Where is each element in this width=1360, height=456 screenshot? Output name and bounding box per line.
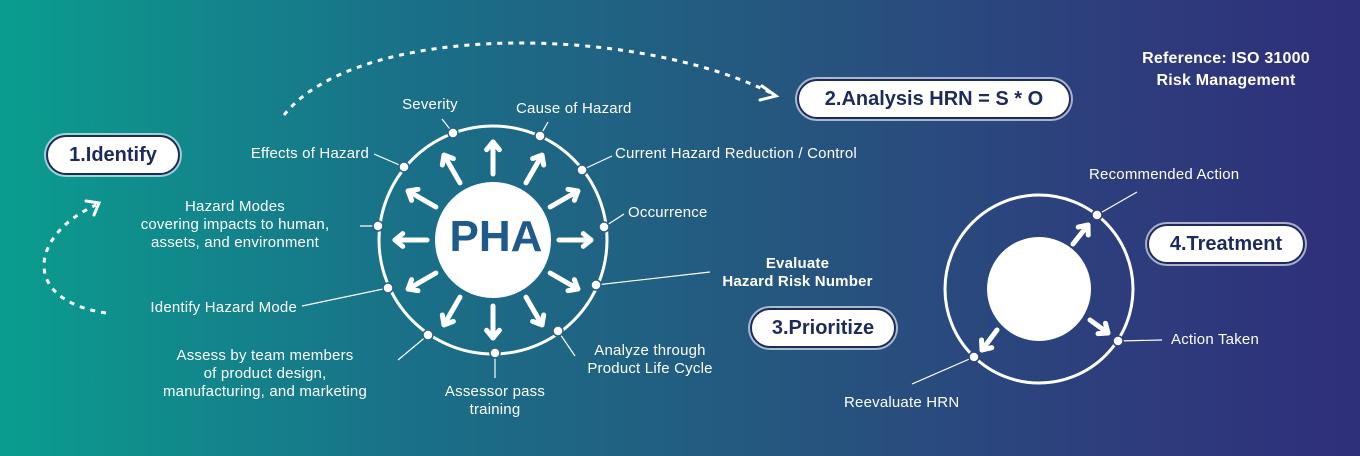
- pha-arrow-head-10: [530, 152, 547, 168]
- leader-dot-assessor: [489, 347, 501, 359]
- treatment-dot-reevaluate: [968, 351, 980, 363]
- label-current-control: Current Hazard Reduction / Control: [615, 145, 857, 162]
- label-hazard-modes-3: assets, and environment: [150, 234, 320, 251]
- treatment-arrows-and-leaders: [911, 191, 1163, 385]
- treatment-dot-taken: [1112, 335, 1124, 347]
- label-assess-team-2: of product design,: [203, 365, 327, 382]
- label-assessor-2: training: [469, 401, 521, 418]
- step-analysis-pill: 2.Analysis HRN = S * O: [797, 79, 1071, 119]
- leader-dot-severity: [447, 127, 459, 139]
- label-lifecycle-1: Analyze through: [594, 342, 706, 359]
- pha-arrow-shaft-4: [441, 294, 463, 328]
- pha-arrow-head-2: [530, 312, 547, 328]
- pha-arrow-shaft-1: [547, 270, 581, 292]
- treatment-arrow-reevaluate-shaft: [979, 327, 1000, 353]
- treatment-center-disc: [987, 237, 1091, 341]
- pha-arrow-head-5: [405, 277, 421, 294]
- treatment-dot-recommended: [1091, 209, 1103, 221]
- dashed-arc-arrowhead: [758, 84, 780, 102]
- pha-arrow-head-9: [484, 139, 502, 153]
- pha-arrow-head-11: [565, 186, 581, 203]
- dashed-arc-to-identify: [42, 203, 107, 315]
- leader-dot-identify-mode: [382, 282, 394, 294]
- pha-arrow-head-3: [484, 327, 502, 341]
- leader-line-identify-mode: [301, 287, 389, 307]
- pha-center-disc: [435, 182, 551, 298]
- leader-dot-effects: [398, 161, 410, 173]
- pha-arrow-head-6: [392, 231, 406, 249]
- treatment-leader-reevaluate: [911, 356, 975, 385]
- treatment-arrow-reevaluate-head: [979, 337, 995, 353]
- label-hazard-modes-2: covering impacts to human,: [140, 216, 330, 233]
- step-treatment-pill: 4.Treatment: [1147, 224, 1305, 264]
- treatment-leader-taken: [1117, 339, 1163, 342]
- pha-arrow-shaft-5: [405, 270, 439, 292]
- leader-dot-lifecycle: [552, 325, 564, 337]
- label-assessor-1: Assessor pass: [444, 383, 546, 400]
- label-severity: Severity: [402, 96, 458, 113]
- pha-radial-arrows: [392, 139, 594, 341]
- leader-dot-cause: [534, 130, 546, 142]
- leader-dot-evaluate: [590, 279, 602, 291]
- label-lifecycle-2: Product Life Cycle: [587, 360, 713, 377]
- label-identify-hazard-mode: Identify Hazard Mode: [150, 299, 297, 316]
- treatment-arrow-taken-head: [1095, 320, 1111, 337]
- pha-arrow-shaft-11: [547, 188, 581, 210]
- label-reevaluate-hrn: Reevaluate HRN: [844, 394, 960, 411]
- label-hazard-modes-1: Hazard Modes: [185, 198, 285, 215]
- pha-arrow-head-7: [405, 186, 421, 203]
- treatment-leader-recommended: [1096, 191, 1138, 216]
- pha-arrow-shaft-7: [405, 188, 439, 210]
- label-assess-team-3: manufacturing, and marketing: [162, 383, 368, 400]
- leader-dot-current-control: [576, 164, 588, 176]
- label-effects-of-hazard: Effects of Hazard: [250, 145, 369, 162]
- label-action-taken: Action Taken: [1171, 331, 1260, 348]
- treatment-outer-ring: [943, 193, 1135, 385]
- leader-dot-assess-team: [422, 329, 434, 341]
- label-cause-of-hazard: Cause of Hazard: [516, 100, 632, 117]
- treatment-arrow-recommended-head: [1075, 222, 1091, 238]
- pha-arrow-head-4: [439, 312, 456, 328]
- dashed-arc-identify-arrowhead: [84, 199, 102, 217]
- label-assess-team-1: Assess by team members: [176, 347, 354, 364]
- pha-center-text: PHA: [449, 212, 543, 261]
- leader-line-evaluate: [595, 271, 711, 286]
- step-identify-pill: 1.Identify: [46, 135, 180, 175]
- pha-arrow-shaft-8: [441, 152, 463, 186]
- leader-line-assess-team: [397, 334, 429, 361]
- pha-leader-lines: [301, 118, 711, 378]
- pha-arrow-head-8: [439, 152, 456, 168]
- leader-dot-occurrence: [598, 221, 610, 233]
- treatment-arrow-recommended-shaft: [1070, 222, 1091, 247]
- label-occurrence: Occurrence: [628, 204, 708, 221]
- pha-arrow-head-1: [565, 277, 581, 294]
- reference-line-1: Reference: ISO 31000: [1142, 50, 1310, 67]
- label-evaluate-1: Evaluate: [765, 255, 830, 272]
- leader-dot-hazard-modes: [372, 220, 384, 232]
- label-recommended-action: Recommended Action: [1089, 166, 1240, 183]
- reference-line-2: Risk Management: [1156, 72, 1296, 89]
- pha-arrow-shaft-2: [523, 294, 545, 328]
- label-evaluate-2: Hazard Risk Number: [722, 273, 873, 290]
- pha-arrow-head-0: [580, 231, 594, 249]
- pha-arrow-shaft-10: [523, 152, 545, 186]
- step-prioritize-pill: 3.Prioritize: [750, 308, 896, 348]
